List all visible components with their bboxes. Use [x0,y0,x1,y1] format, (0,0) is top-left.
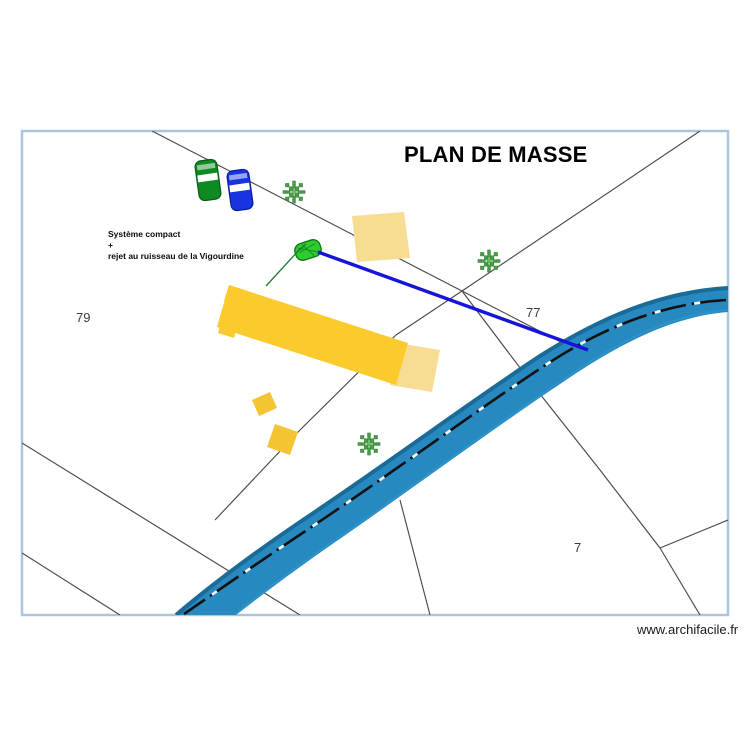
petite-annexe-2 [267,424,298,455]
stream-centerline [183,298,727,615]
annotation-systeme-compact: Système compact + rejet au ruisseau de l… [108,229,244,262]
petite-annexe-1 [252,392,277,416]
voiture-bleue [226,168,254,212]
parcel-label-77: 77 [526,305,541,320]
annotation-line-3: rejet au ruisseau de la Vigourdine [108,251,244,261]
arbuste-2 [477,249,501,273]
petites-annexes [252,392,298,455]
watermark: www.archifacile.fr [637,622,739,637]
annotation-line-1: Système compact [108,229,181,239]
page-title: PLAN DE MASSE [404,142,588,167]
arbuste-3 [357,432,381,456]
voiture-verte [194,158,222,202]
conduite-de-rejet [317,250,589,352]
arbuste-1 [282,180,306,204]
stream-ruisseau-de-la-vigourdine [174,286,728,615]
vehicules-stationnes [194,158,254,212]
terrasse-beige [352,212,410,262]
annotation-leader-line [265,243,307,287]
batiment-principal [217,285,440,392]
annotation-line-2: + [108,240,113,250]
parcel-label-7: 7 [574,540,582,555]
parcel-label-79: 79 [76,310,91,325]
